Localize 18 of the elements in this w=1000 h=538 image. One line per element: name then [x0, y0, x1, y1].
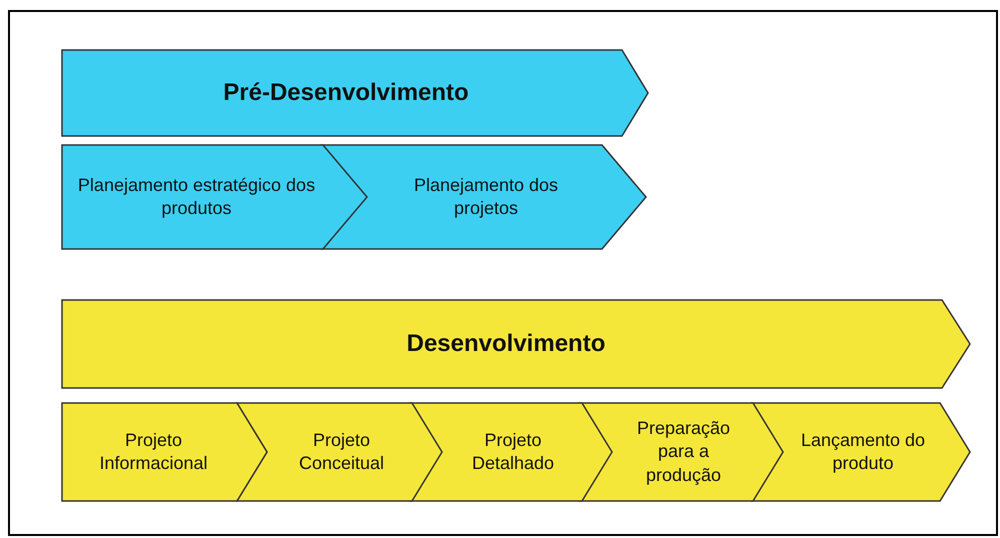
- process-step: [62, 145, 367, 249]
- stage-label: Projeto Conceitual: [298, 428, 386, 475]
- phase-title: Desenvolvimento: [406, 329, 606, 360]
- process-step: [580, 403, 783, 501]
- process-step: [410, 403, 612, 501]
- stage-label: Lançamento do produto: [800, 428, 926, 475]
- process-step: [62, 403, 267, 501]
- stage-label: Projeto Detalhado: [470, 428, 556, 475]
- phase-banner: [62, 300, 970, 388]
- process-step: [752, 403, 970, 501]
- stage-label: Preparação para a produção: [636, 416, 732, 487]
- phase-banner: [62, 50, 648, 136]
- process-step: [237, 403, 442, 501]
- stage-label: Planejamento estratégico dos produtos: [76, 174, 316, 220]
- phase-title: Pré-Desenvolvimento: [223, 78, 469, 108]
- stage-label: Projeto Informacional: [98, 428, 209, 475]
- stage-label: Planejamento dos projetos: [412, 174, 560, 220]
- process-step: [322, 145, 646, 249]
